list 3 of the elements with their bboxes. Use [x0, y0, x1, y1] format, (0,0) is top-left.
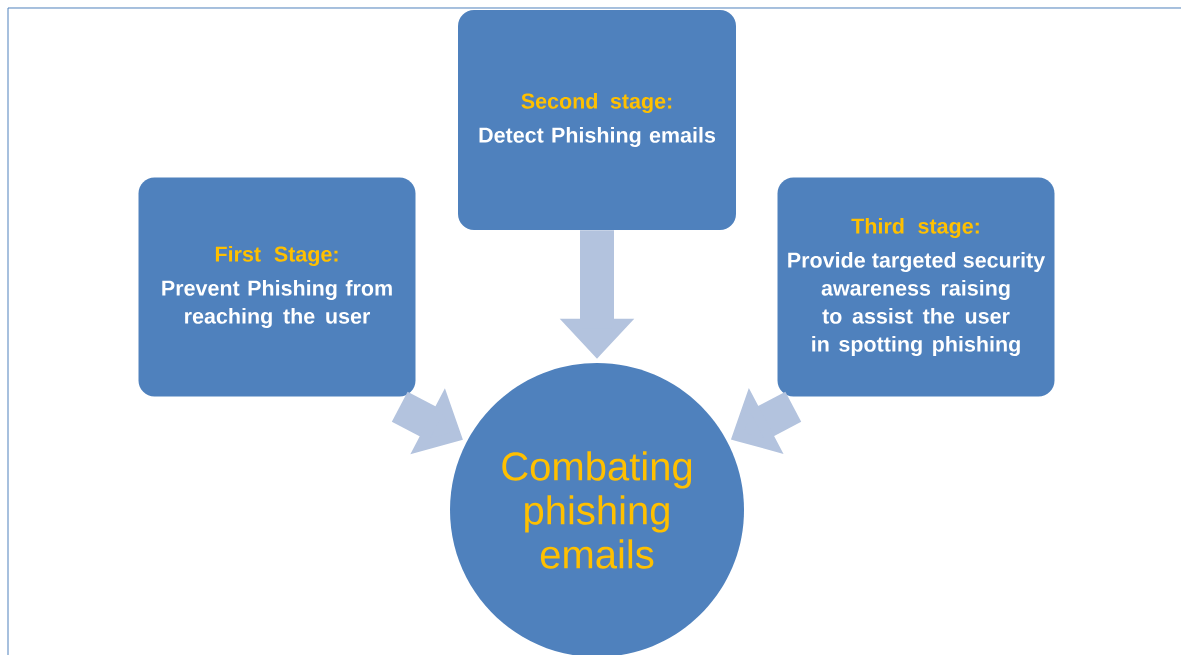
stage-box: Third stage: Provide targeted security awareness raising to assist the user in spotting phishing: [777, 177, 1055, 397]
stage-box: Second stage: Detect Phishing emails: [458, 10, 736, 230]
stage-box: First Stage: Prevent Phishing from reaching the user: [138, 177, 416, 397]
